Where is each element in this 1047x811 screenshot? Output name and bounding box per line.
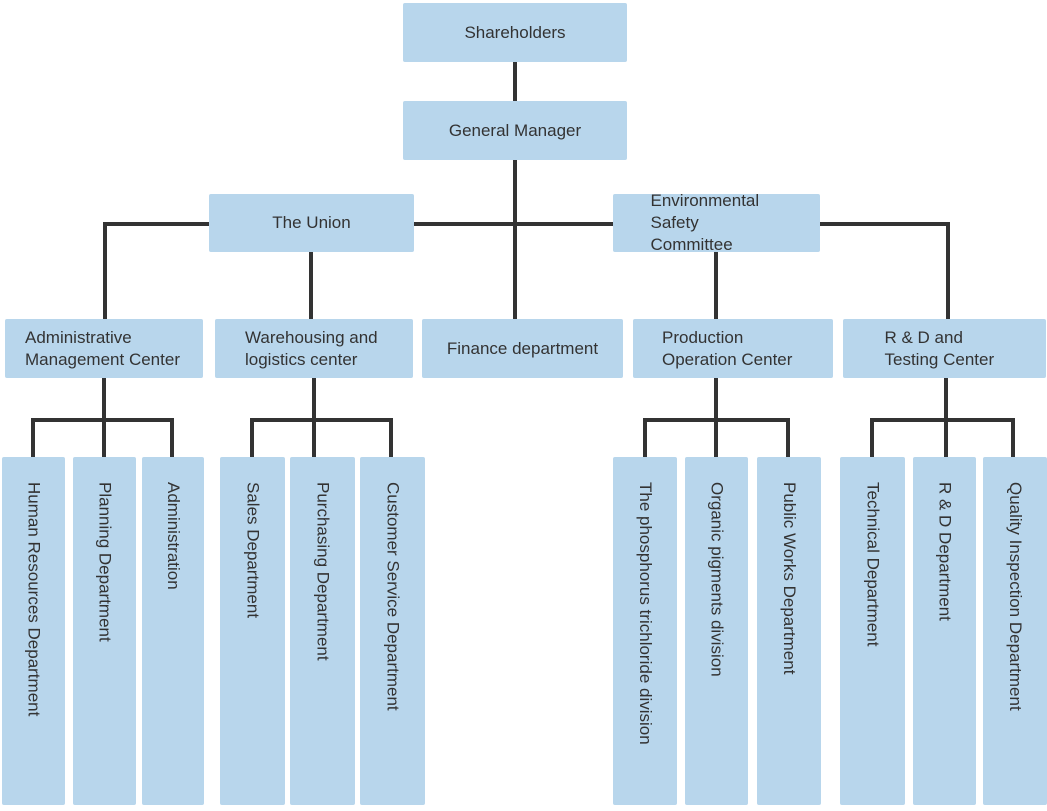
connector-production-child1 (643, 418, 647, 458)
node-human-resources-department: Human Resources Department (2, 457, 65, 805)
connector-gm-finance (513, 158, 517, 321)
node-sales-department: Sales Department (220, 457, 285, 805)
node-general-manager: General Manager (403, 101, 627, 160)
node-customer-service-department: Customer Service Department (360, 457, 425, 805)
node-label: Administration (164, 482, 183, 590)
connector-rd-children-stem (944, 377, 948, 458)
node-environmental-safety-committee: Environmental Safety Committee (613, 191, 820, 254)
node-label: Administrative Management Center (25, 327, 180, 369)
connector-rd-child1 (870, 418, 874, 458)
node-planning-department: Planning Department (73, 457, 136, 805)
connector-production-child3 (786, 418, 790, 458)
connector-warehouse-children-stem (312, 377, 316, 458)
node-warehousing-logistics-center: Warehousing and logistics center (215, 319, 413, 378)
node-label: Purchasing Department (313, 482, 333, 661)
connector-shareholders-gm (513, 62, 517, 103)
connector-production-children-stem (714, 377, 718, 458)
node-administrative-management-center: Administrative Management Center (5, 319, 203, 378)
node-label: Public Works Department (780, 482, 799, 675)
node-public-works-department: Public Works Department (757, 457, 821, 805)
connector-admin-child3 (170, 418, 174, 458)
node-label: Sales Department (243, 482, 263, 619)
node-technical-department: Technical Department (840, 457, 905, 805)
connector-spine-admin-center (103, 222, 107, 320)
node-administration: Administration (142, 457, 204, 805)
node-label: Warehousing and logistics center (245, 327, 378, 369)
node-quality-inspection-department: Quality Inspection Department (983, 457, 1047, 805)
node-label: Technical Department (863, 482, 883, 647)
node-phosphorus-trichloride-division: The phosphorus trichloride division (613, 457, 677, 805)
connector-rd-children-bar (870, 418, 1015, 422)
node-purchasing-department: Purchasing Department (290, 457, 355, 805)
connector-warehouse-child3 (389, 418, 393, 458)
connector-warehouse-children-bar (250, 418, 393, 422)
node-label: General Manager (448, 120, 582, 140)
node-label: Customer Service Department (383, 482, 403, 711)
node-label: Finance department (446, 338, 599, 358)
node-label: Human Resources Department (24, 482, 44, 717)
connector-production-children-bar (643, 418, 790, 422)
connector-spine-level3 (103, 222, 950, 226)
connector-warehouse-child1 (250, 418, 254, 458)
node-label: Environmental Safety Committee (650, 191, 760, 254)
node-label: Production Operation Center (662, 327, 793, 369)
node-label: R & D and Testing Center (884, 327, 995, 369)
node-rd-testing-center: R & D and Testing Center (843, 319, 1046, 378)
node-label: Planning Department (95, 482, 115, 642)
node-label: Organic pigments division (707, 482, 727, 677)
connector-admin-children-bar (31, 418, 174, 422)
connector-admin-child1 (31, 418, 35, 458)
node-label: Shareholders (464, 22, 566, 42)
node-finance-department: Finance department (422, 319, 623, 378)
node-label: R & D Department (935, 482, 955, 621)
connector-esc-production (714, 251, 718, 320)
node-shareholders: Shareholders (403, 3, 627, 62)
node-rd-department: R & D Department (913, 457, 976, 805)
node-production-operation-center: Production Operation Center (633, 319, 833, 378)
node-organic-pigments-division: Organic pigments division (685, 457, 748, 805)
connector-admin-children-stem (102, 377, 106, 458)
connector-rd-child3 (1011, 418, 1015, 458)
node-the-union: The Union (209, 194, 414, 252)
connector-spine-rd-center (946, 222, 950, 320)
connector-union-warehouse (309, 251, 313, 320)
node-label: The phosphorus trichloride division (636, 482, 655, 745)
node-label: Quality Inspection Department (1006, 482, 1025, 711)
node-label: The Union (272, 213, 351, 232)
